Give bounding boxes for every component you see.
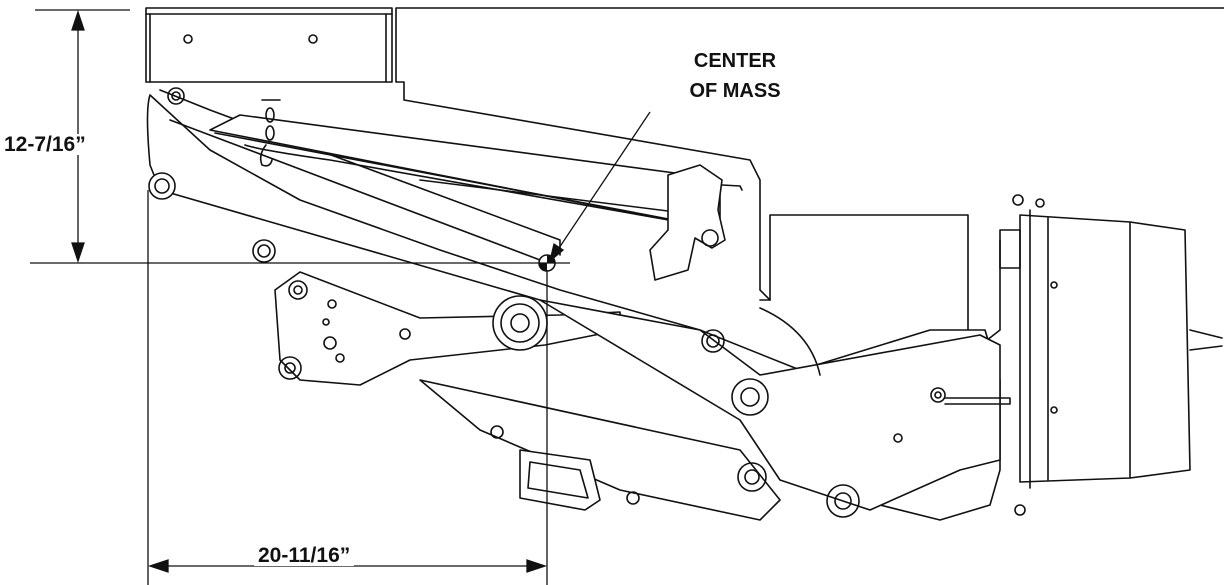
center-pivot bbox=[492, 295, 548, 351]
top-mounting-plate bbox=[145, 7, 393, 83]
frame-outline bbox=[395, 7, 1224, 356]
horizontal-dimension-label: 20-11/16” bbox=[254, 545, 355, 566]
lower-link bbox=[274, 271, 621, 386]
center-of-mass-label-line2: OF MASS bbox=[689, 80, 781, 102]
center-of-mass-label-line1: CENTER bbox=[693, 50, 777, 72]
dimension-lines bbox=[30, 9, 651, 585]
motor-housing bbox=[999, 194, 1223, 516]
chain-hook bbox=[259, 99, 281, 167]
boom-arm bbox=[539, 299, 1011, 518]
lower-body bbox=[419, 379, 781, 521]
vertical-dimension-label: 12-7/16” bbox=[2, 133, 88, 156]
